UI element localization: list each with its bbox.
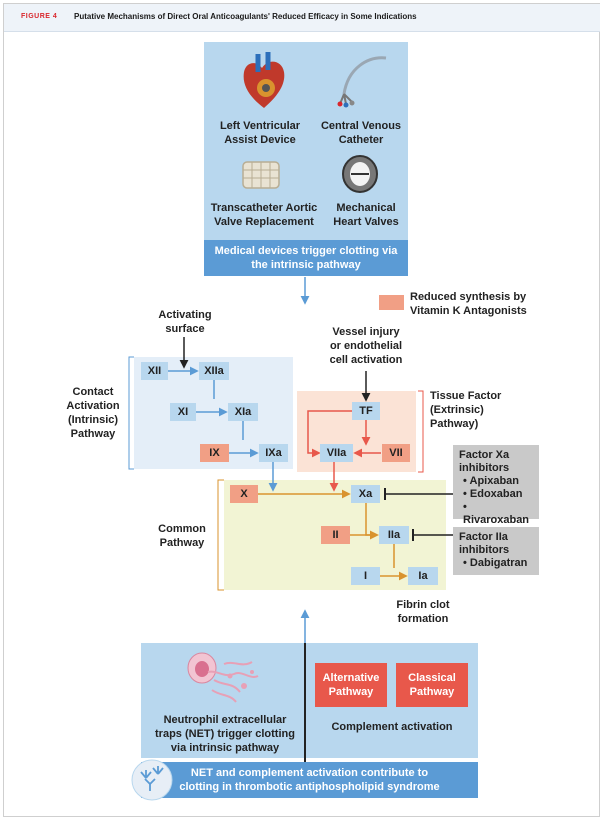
factor-xi: XI (170, 403, 196, 421)
factor-vii: VII (382, 444, 410, 462)
antibody-icon (131, 759, 173, 801)
factor-viia: VIIa (320, 444, 353, 462)
mechanical-valve-icon (342, 155, 378, 193)
figure-label: FIGURE 4 (21, 13, 58, 20)
complement-activation-label: Complement activation (331, 721, 453, 733)
factor-x: X (230, 485, 258, 503)
factor-iia-inhibitors: Factor IIa inhibitors • Dabigatran (453, 527, 539, 575)
factor-iia: IIa (379, 526, 409, 544)
factor-ixa: IXa (259, 444, 288, 462)
tavr-valve-icon (242, 161, 280, 189)
catheter-icon (337, 56, 387, 108)
factor-xa: Xa (351, 485, 380, 503)
figure-frame (3, 3, 600, 817)
factor-xia: XIa (228, 403, 258, 421)
devices-panel (204, 42, 408, 276)
factor-xii: XII (141, 362, 168, 380)
net-neutrophil-icon (187, 652, 259, 703)
factor-xiia: XIIa (199, 362, 229, 380)
factor-ii: II (321, 526, 350, 544)
factor-i: I (351, 567, 380, 585)
factor-tf: TF (352, 402, 380, 420)
figure-header: FIGURE 4 Putative Mechanisms of Direct O… (4, 4, 600, 32)
factor-ix: IX (200, 444, 229, 462)
tissue-factor-label: Tissue Factor(Extrinsic)Pathway) (430, 390, 502, 430)
figure-title: Putative Mechanisms of Direct Oral Antic… (74, 12, 417, 21)
heart-device-icon (243, 52, 285, 108)
factor-xa-inhibitors: Factor Xa inhibitors • Apixaban • Edoxab… (453, 445, 539, 526)
net-banner: NET and complement activation contribute… (141, 762, 478, 798)
factor-ia: Ia (408, 567, 438, 585)
legend-swatch (379, 295, 404, 310)
